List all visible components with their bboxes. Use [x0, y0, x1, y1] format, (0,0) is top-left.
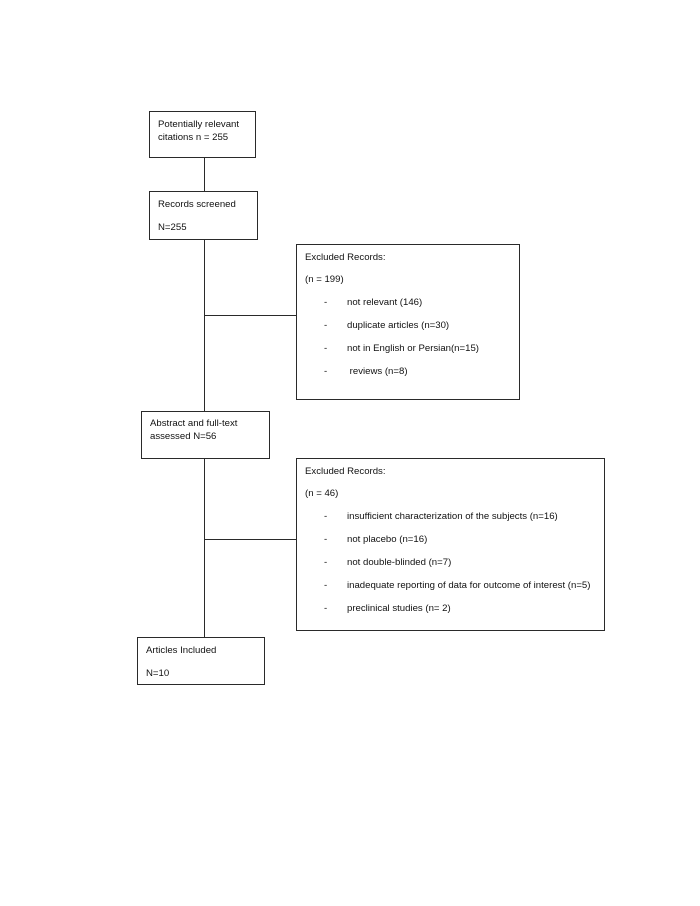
list-item-text: preclinical studies (n= 2) [347, 603, 451, 614]
list-item-text: reviews (n=8) [347, 366, 408, 377]
list-item-text: not placebo (n=16) [347, 534, 428, 545]
list-item: - reviews (n=8) [305, 365, 511, 378]
box-articles-included: Articles Included N=10 [137, 637, 265, 685]
box-line: assessed N=56 [150, 431, 217, 442]
box-line: Articles Included [146, 645, 217, 656]
list-item: - preclinical studies (n= 2) [305, 602, 596, 615]
bullet-dash: - [324, 534, 328, 545]
connector-screened-to-assessed [204, 239, 206, 412]
box-excluded-records-1: Excluded Records: (n = 199) - not releva… [296, 244, 520, 400]
connector-assessed-to-included [204, 458, 206, 638]
box-records-screened: Records screened N=255 [149, 191, 258, 240]
bullet-dash: - [324, 343, 328, 354]
box-line: Records screened [158, 199, 236, 210]
excluded-records-count: (n = 199) [305, 274, 344, 285]
excluded-records-count: (n = 46) [305, 488, 339, 499]
list-item-text: not double-blinded (n=7) [347, 557, 452, 568]
bullet-dash: - [324, 603, 328, 614]
bullet-dash: - [324, 320, 328, 331]
connector-to-excluded-records-2 [204, 539, 296, 541]
box-line: N=255 [158, 222, 187, 233]
box-line: N=10 [146, 668, 170, 679]
list-item-text: insufficient characterization of the sub… [347, 511, 558, 522]
list-item: - not in English or Persian(n=15) [305, 342, 511, 355]
box-line: citations n = 255 [158, 132, 229, 143]
connector-citations-to-screened [204, 157, 206, 192]
box-line: Potentially relevant [158, 119, 240, 130]
excluded-records-title: Excluded Records: [305, 252, 386, 263]
connector-to-excluded-records-1 [204, 315, 296, 317]
list-item-text: not in English or Persian(n=15) [347, 343, 479, 354]
bullet-dash: - [324, 297, 328, 308]
list-item-text: duplicate articles (n=30) [347, 320, 450, 331]
excluded-records-title: Excluded Records: [305, 466, 386, 477]
list-item: - duplicate articles (n=30) [305, 319, 511, 332]
bullet-dash: - [324, 557, 328, 568]
list-item-text: not relevant (146) [347, 297, 423, 308]
list-item: - inadequate reporting of data for outco… [305, 579, 596, 592]
box-excluded-records-2: Excluded Records: (n = 46) - insufficien… [296, 458, 605, 631]
box-abstract-full-text-assessed: Abstract and full-text assessed N=56 [141, 411, 270, 459]
list-item: - not relevant (146) [305, 296, 511, 309]
list-item: - not placebo (n=16) [305, 533, 596, 546]
box-line: Abstract and full-text [150, 418, 238, 429]
bullet-dash: - [324, 580, 328, 591]
bullet-dash: - [324, 511, 328, 522]
list-item: - insufficient characterization of the s… [305, 510, 596, 523]
list-item: - not double-blinded (n=7) [305, 556, 596, 569]
box-potentially-relevant-citations: Potentially relevant citations n = 255 [149, 111, 256, 158]
bullet-dash: - [324, 366, 328, 377]
list-item-text: inadequate reporting of data for outcome… [347, 580, 591, 591]
